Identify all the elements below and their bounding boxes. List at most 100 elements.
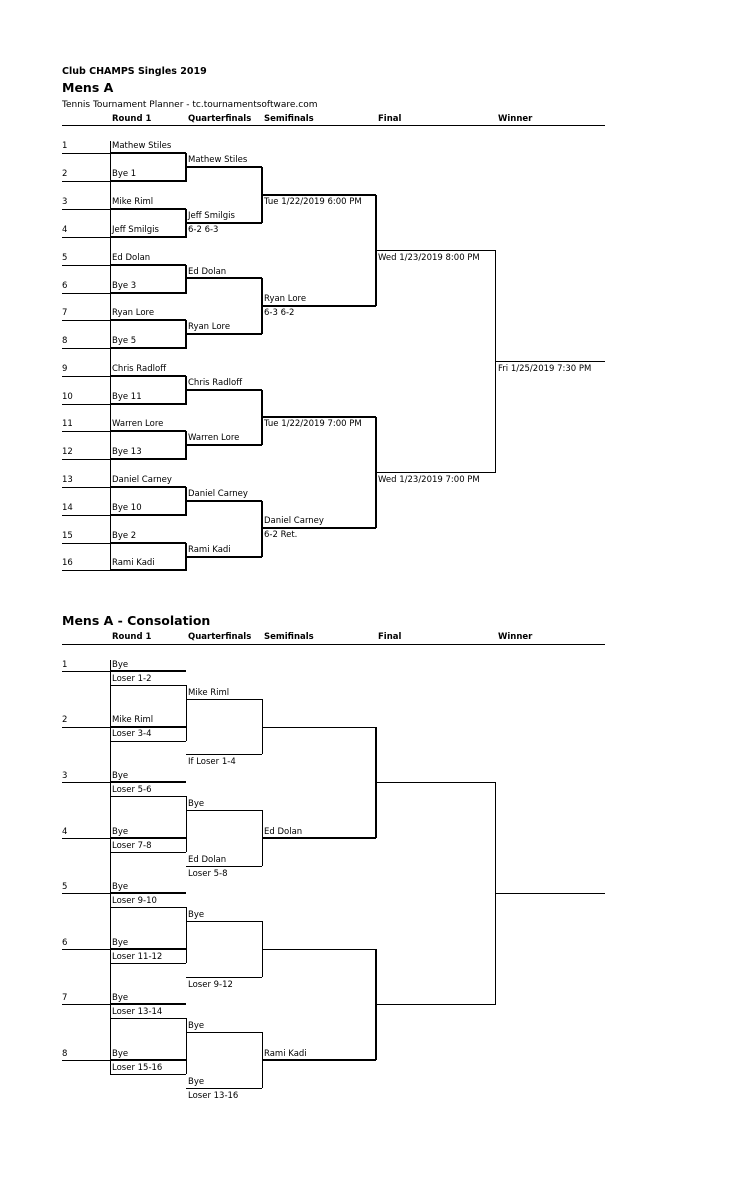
bracket-line <box>495 250 496 472</box>
final-schedule: Wed 1/23/2019 8:00 PM <box>378 253 480 263</box>
seed-number: 11 <box>62 419 73 429</box>
bracket-line <box>62 515 110 516</box>
seed-number: 8 <box>62 1049 68 1059</box>
seed-number: 7 <box>62 308 68 318</box>
player-name: Warren Lore <box>112 419 164 429</box>
bracket-line <box>186 277 262 279</box>
player-name: Ed Dolan <box>112 253 151 263</box>
bracket-line <box>62 459 110 460</box>
bracket-line <box>186 699 262 700</box>
player-name: Mike Riml <box>112 197 154 207</box>
header-rule <box>62 644 605 645</box>
player-name: Bye <box>112 993 129 1003</box>
player-name: Daniel Carney <box>112 475 172 485</box>
col-header-quarterfinals: Quarterfinals <box>188 632 252 642</box>
sf-player: Rami Kadi <box>264 1049 307 1059</box>
bracket-line <box>110 907 186 908</box>
bracket-line <box>62 265 110 266</box>
qf-player: Loser 9-12 <box>188 980 233 990</box>
qf-player: Mathew Stiles <box>188 155 248 165</box>
bracket-line <box>110 264 186 266</box>
bracket-line <box>62 237 110 238</box>
col-header-winner: Winner <box>498 632 533 642</box>
player-name: Bye <box>112 771 129 781</box>
bracket-line <box>186 1018 187 1074</box>
player-name: Bye 3 <box>112 281 137 291</box>
bracket-line <box>262 727 376 728</box>
bracket-line <box>110 486 186 488</box>
col-header-semifinals: Semifinals <box>264 114 314 124</box>
seed-number: 5 <box>62 882 68 892</box>
qf-player: Ryan Lore <box>188 322 231 332</box>
bracket-line <box>110 569 186 571</box>
sf-player: Daniel Carney <box>264 516 324 526</box>
seed-number: 4 <box>62 827 68 837</box>
bracket-line <box>186 1088 262 1089</box>
bracket-line <box>110 685 186 686</box>
bracket-line <box>62 543 110 544</box>
bracket-line <box>110 670 186 672</box>
qf-score: 6-2 6-3 <box>188 225 219 235</box>
bracket-line <box>376 782 496 783</box>
bracket-line <box>110 542 186 544</box>
seed-number: 13 <box>62 475 73 485</box>
qf-player: Ed Dolan <box>188 855 227 865</box>
bracket-line <box>62 404 110 405</box>
bracket-line <box>62 1004 110 1005</box>
qf-player: Chris Radloff <box>188 378 243 388</box>
bracket-line <box>186 166 262 168</box>
seed-number: 14 <box>62 503 73 513</box>
bracket-line <box>186 754 262 755</box>
bracket-line <box>62 671 110 672</box>
bracket-line <box>62 838 110 839</box>
bracket-line <box>186 977 262 978</box>
col-header-semifinals: Semifinals <box>264 632 314 642</box>
bracket-line <box>110 1059 186 1061</box>
player-name: Jeff Smilgis <box>112 225 159 235</box>
bracket-line <box>110 152 186 154</box>
bracket-line <box>62 431 110 432</box>
seed-number: 4 <box>62 225 68 235</box>
col-header-winner: Winner <box>498 114 533 124</box>
loser-slot: Loser 3-4 <box>112 729 152 739</box>
seed-number: 3 <box>62 197 68 207</box>
sf-player: Ed Dolan <box>264 827 303 837</box>
qf-player: Daniel Carney <box>188 489 248 499</box>
seed-number: 2 <box>62 715 68 725</box>
bracket-line <box>110 347 186 349</box>
draw-title-mens-a: Mens A <box>62 80 114 95</box>
loser-slot: Loser 11-12 <box>112 952 163 962</box>
bracket-line <box>62 727 110 728</box>
seed-number: 12 <box>62 447 73 457</box>
bracket-line <box>110 180 186 182</box>
bracket-line <box>186 444 262 446</box>
qf-player: Bye <box>188 1021 205 1031</box>
bracket-line <box>110 852 186 853</box>
loser-slot: Loser 9-10 <box>112 896 157 906</box>
bracket-line <box>110 1018 186 1019</box>
bracket-line <box>110 292 186 294</box>
bracket-line <box>262 416 376 418</box>
seed-number: 15 <box>62 531 73 541</box>
bracket-line <box>62 376 110 377</box>
bracket-line <box>110 741 186 742</box>
qf-player: Bye <box>188 1077 205 1087</box>
sf-score: 6-2 Ret. <box>264 530 298 540</box>
bracket-line <box>110 430 186 432</box>
bracket-line <box>62 209 110 210</box>
bracket-line <box>186 866 262 867</box>
bracket-line <box>186 907 187 963</box>
bracket-line <box>110 837 186 839</box>
draw-subtitle: Tennis Tournament Planner - tc.tournamen… <box>62 100 318 110</box>
bracket-line <box>185 265 187 294</box>
bracket-line <box>62 1060 110 1061</box>
bracket-line <box>62 181 110 182</box>
qf-player: Bye <box>188 799 205 809</box>
bracket-line <box>110 892 186 894</box>
bracket-line <box>376 1004 496 1005</box>
col-header-round1: Round 1 <box>112 114 152 124</box>
bracket-line <box>261 501 263 557</box>
player-name: Mathew Stiles <box>112 141 172 151</box>
bracket-line <box>186 389 262 391</box>
loser-slot: Loser 15-16 <box>112 1063 163 1073</box>
